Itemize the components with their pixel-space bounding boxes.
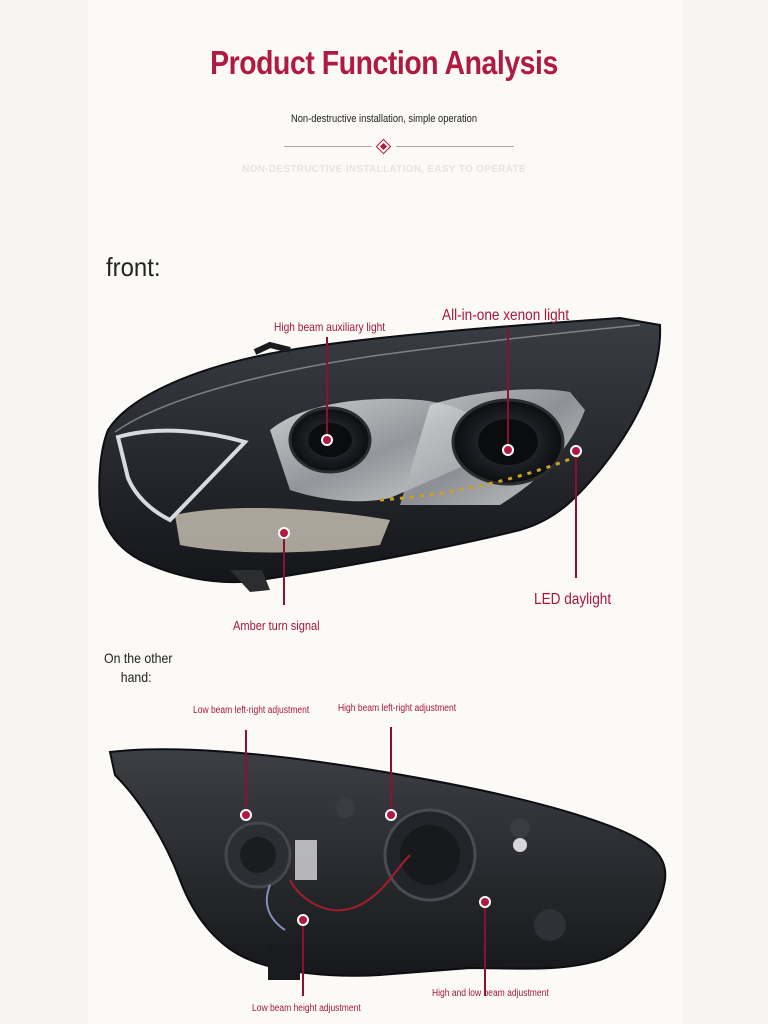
callout-low-beam-height: Low beam height adjustment	[252, 1003, 361, 1014]
page-title: Product Function Analysis	[210, 44, 558, 81]
callout-amber-signal: Amber turn signal	[233, 618, 320, 633]
back-section-label: On the other hand:	[104, 649, 172, 687]
callout-xenon: All-in-one xenon light	[442, 307, 570, 324]
callout-low-beam-lr: Low beam left-right adjustment	[193, 705, 310, 716]
back-label-line1: On the other	[104, 650, 173, 666]
divider-left	[284, 146, 372, 147]
callout-high-beam-aux: High beam auxiliary light	[274, 320, 386, 334]
back-label-line2: hand:	[120, 669, 152, 685]
callout-high-beam-lr: High beam left-right adjustment	[338, 703, 457, 714]
page-subtitle: Non-destructive installation, simple ope…	[290, 113, 478, 125]
front-headlight-housing	[98, 316, 662, 592]
back-headlight-housing	[108, 748, 667, 980]
back-callout-markers	[240, 727, 491, 996]
front-section-label: front:	[106, 252, 161, 282]
ghost-subtitle: NON-DESTRUCTIVE INSTALLATION, EASY TO OP…	[242, 164, 526, 175]
callout-led-daylight: LED daylight	[534, 591, 612, 608]
callout-high-low-beam: High and low beam adjustment	[432, 988, 549, 999]
front-callout-markers	[278, 328, 582, 605]
divider-right	[396, 146, 514, 147]
